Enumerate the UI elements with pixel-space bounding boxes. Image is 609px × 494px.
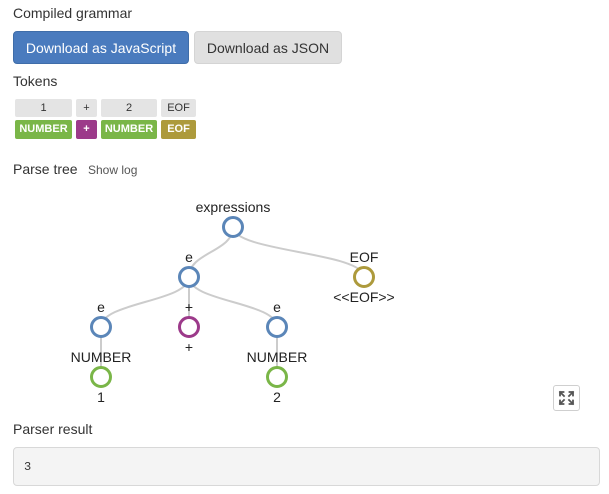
- download-json-button[interactable]: Download as JSON: [194, 31, 342, 64]
- tree-node-number-right[interactable]: [266, 366, 288, 388]
- node-label: EOF: [350, 249, 379, 265]
- token-value: 1: [15, 99, 72, 117]
- expand-button[interactable]: [553, 385, 580, 411]
- node-label: NUMBER: [247, 349, 308, 365]
- tokens-title: Tokens: [13, 73, 58, 89]
- node-label: e: [273, 299, 281, 315]
- node-sublabel: 1: [97, 389, 105, 405]
- edge-e-left: [100, 276, 190, 328]
- tree-node-e-left[interactable]: [90, 316, 112, 338]
- parser-result-title: Parser result: [13, 421, 93, 437]
- node-sublabel: <<EOF>>: [333, 289, 394, 305]
- edge-root-eof: [232, 226, 365, 278]
- tree-edges: [100, 226, 365, 377]
- tree-node-expressions[interactable]: [222, 216, 244, 238]
- token-type-badge: +: [76, 120, 97, 139]
- tree-node-eof[interactable]: [353, 266, 375, 288]
- parser-result-output: 3: [13, 447, 600, 486]
- node-label: expressions: [196, 199, 271, 215]
- tree-node-e[interactable]: [178, 266, 200, 288]
- parse-tree-diagram: expressions e EOF e + e NUMBER NUMBER <<…: [71, 199, 395, 405]
- expand-icon: [558, 390, 575, 406]
- token-type-badge: NUMBER: [101, 120, 157, 139]
- token-value: EOF: [161, 99, 196, 117]
- node-label: +: [185, 299, 193, 315]
- tree-node-number-left[interactable]: [90, 366, 112, 388]
- tree-node-plus[interactable]: [178, 316, 200, 338]
- node-label: e: [185, 249, 193, 265]
- download-javascript-button[interactable]: Download as JavaScript: [13, 31, 189, 64]
- tree-node-e-right[interactable]: [266, 316, 288, 338]
- node-sublabel: 2: [273, 389, 281, 405]
- compiled-grammar-title: Compiled grammar: [13, 5, 133, 21]
- parse-tree-title: Parse tree: [13, 161, 78, 177]
- token-type-badge: EOF: [161, 120, 196, 139]
- token-type-badge: NUMBER: [15, 120, 72, 139]
- node-label: e: [97, 299, 105, 315]
- node-label: NUMBER: [71, 349, 132, 365]
- token-value: 2: [101, 99, 157, 117]
- show-log-link[interactable]: Show log: [88, 163, 138, 177]
- edge-e-right: [188, 276, 278, 328]
- node-sublabel: +: [185, 339, 193, 355]
- token-value: +: [76, 99, 97, 117]
